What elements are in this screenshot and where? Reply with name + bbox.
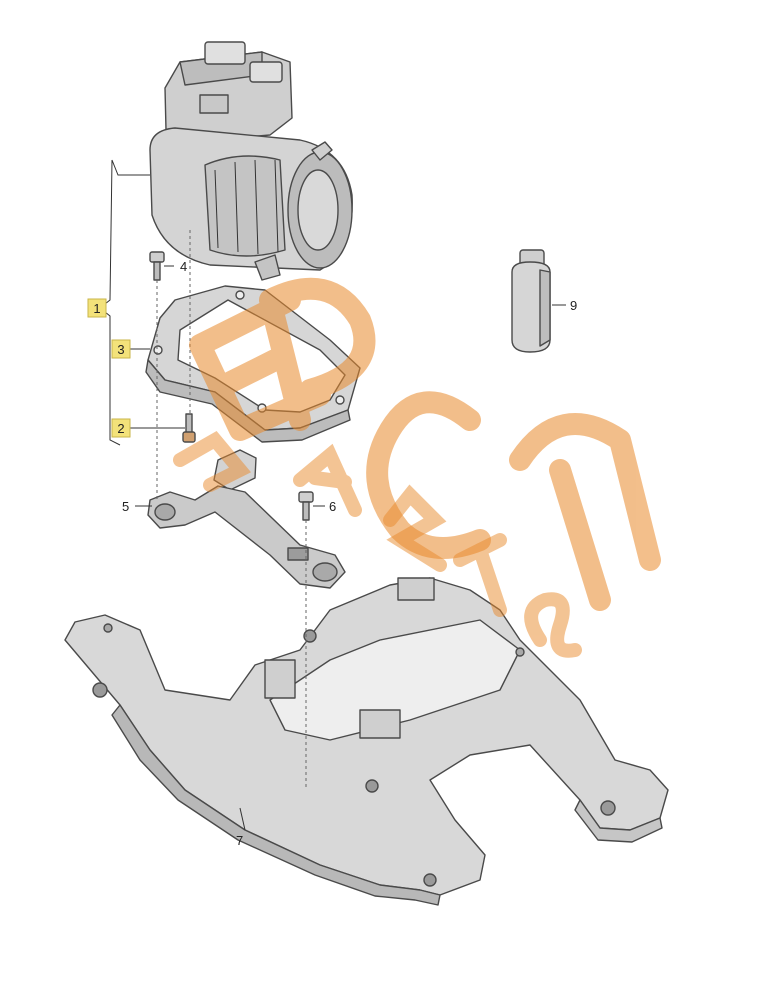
assembly-lines <box>156 230 307 790</box>
bolt-2 <box>182 413 196 443</box>
callout-2: 2 <box>111 418 131 438</box>
callout-label-4: 4 <box>180 259 187 274</box>
bolt-6 <box>298 491 314 521</box>
callout-label-1: 1 <box>93 301 100 316</box>
subframe-crossmember <box>64 577 669 906</box>
leader-lines <box>130 265 566 831</box>
callout-label-9: 9 <box>570 298 577 313</box>
callout-label-7: 7 <box>236 833 243 848</box>
callout-3: 3 <box>111 339 131 359</box>
watermark-logo <box>189 277 661 611</box>
callout-label-6: 6 <box>329 499 336 514</box>
compressor-assembly <box>149 41 353 281</box>
bolt-4 <box>149 251 165 281</box>
callout-label-5: 5 <box>122 499 129 514</box>
callout-1: 1 <box>87 298 107 318</box>
sealant-bottle <box>511 249 551 353</box>
callout-label-2: 2 <box>117 421 124 436</box>
callout-label-3: 3 <box>117 342 124 357</box>
group-bracket <box>99 159 150 446</box>
watermark-sub <box>173 431 582 658</box>
